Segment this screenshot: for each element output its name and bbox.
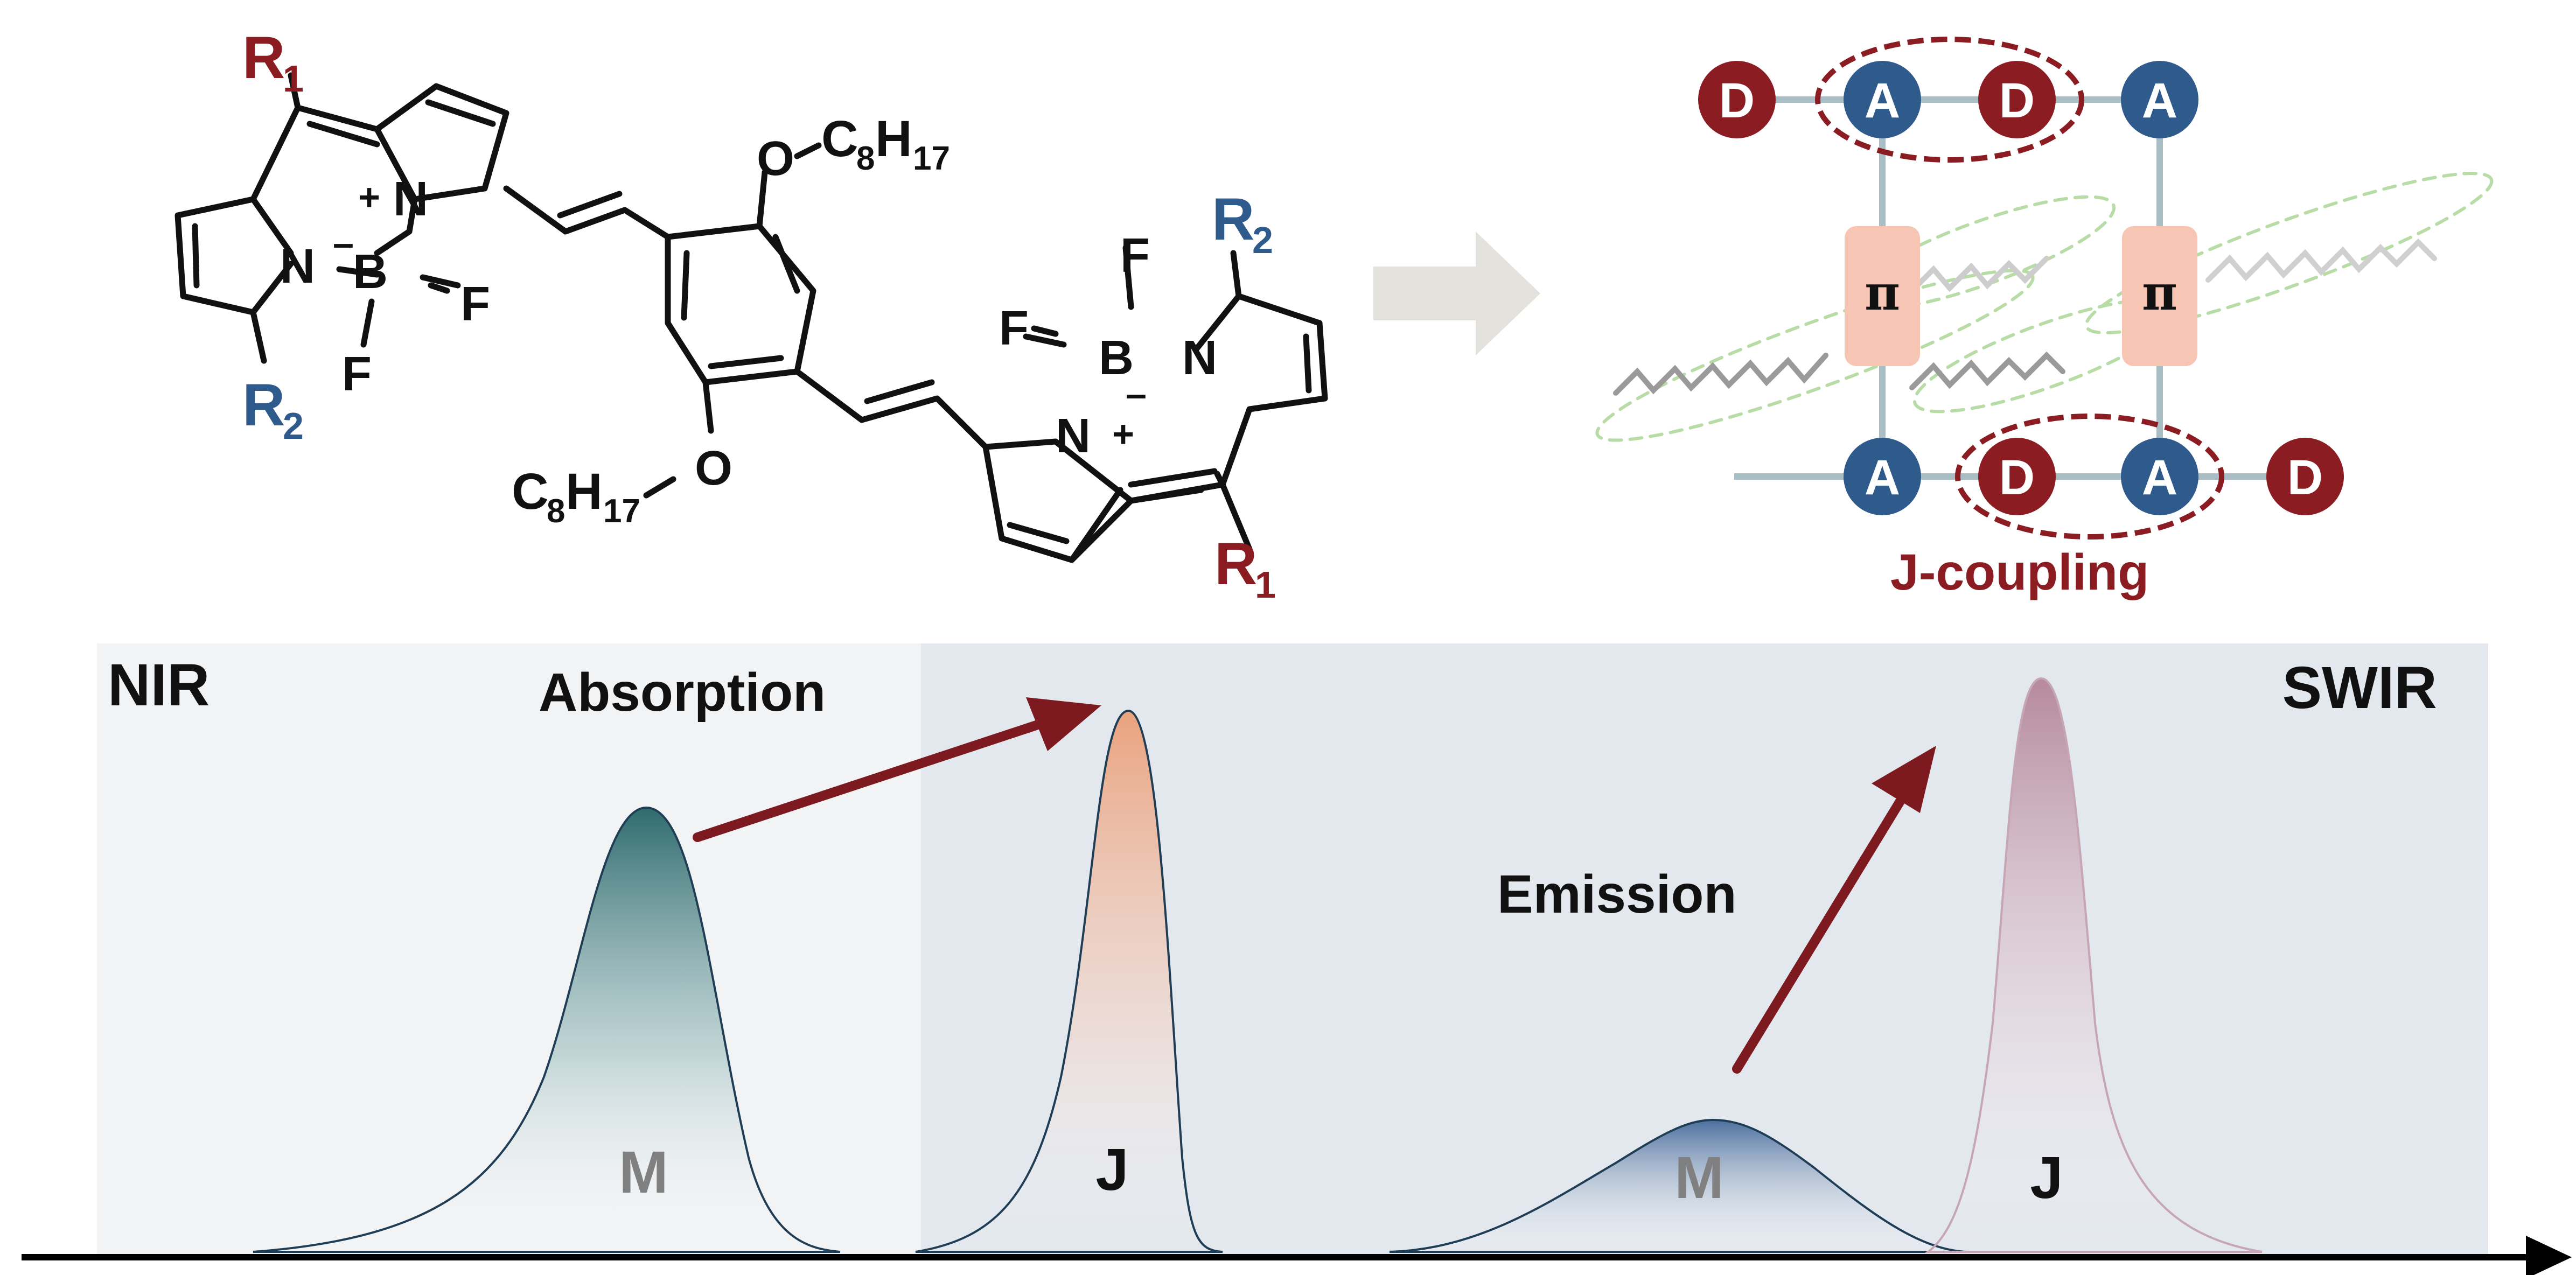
r1-label-right: R 1	[1214, 531, 1276, 606]
donor-node: D	[1978, 438, 2056, 515]
j-emission-peak	[1925, 677, 2263, 1253]
b-atom-left: B	[353, 245, 388, 299]
transition-arrow	[1373, 232, 1540, 355]
n-atom-left-2: N	[393, 172, 428, 226]
n-atom-right-1: N	[1182, 331, 1217, 385]
svg-text:R: R	[242, 372, 285, 438]
f-atom-right-2: F	[999, 302, 1029, 355]
svg-text:H: H	[566, 463, 603, 520]
emission-label: Emission	[1497, 864, 1737, 924]
f-atom-left-1: F	[460, 277, 490, 331]
octyl-top: C 8 H 17	[821, 110, 950, 177]
donor-node: D	[1698, 61, 1776, 138]
right-bodipy-core	[982, 244, 1328, 563]
svg-text:D: D	[2287, 450, 2323, 505]
svg-text:R: R	[1212, 186, 1254, 253]
svg-text:1: 1	[283, 58, 304, 100]
r2-label-left: R 2	[242, 372, 304, 447]
f-atom-left-2: F	[342, 347, 372, 401]
r2-label-right: R 2	[1212, 186, 1273, 261]
svg-text:2: 2	[1252, 219, 1273, 261]
left-bodipy-core	[174, 72, 671, 364]
plus-right: +	[1112, 413, 1134, 455]
svg-text:8: 8	[547, 493, 565, 530]
n-atom-left: N	[280, 240, 315, 293]
svg-text:D: D	[1719, 73, 1755, 128]
svg-text:2: 2	[283, 405, 304, 447]
absorption-shift-arrow	[693, 697, 1101, 842]
octyl-bottom: C 8 H 17	[512, 463, 640, 530]
o-atom-bottom: O	[695, 442, 732, 495]
swir-label: SWIR	[2282, 655, 2437, 721]
wavelength-axis	[22, 1236, 2572, 1275]
absorption-label: Absorption	[539, 662, 826, 723]
svg-text:D: D	[1999, 73, 2035, 128]
svg-text:C: C	[821, 110, 858, 167]
b-atom-right: B	[1099, 331, 1134, 385]
minus-right: –	[1126, 373, 1147, 415]
svg-text:R: R	[1214, 531, 1257, 597]
minus-left: –	[333, 222, 354, 264]
acceptor-node: A	[1844, 438, 1921, 515]
monomer-emission-peak	[1389, 1118, 1966, 1253]
j-emission-label: J	[2030, 1145, 2063, 1211]
svg-text:D: D	[1999, 450, 2035, 505]
svg-text:H: H	[875, 110, 912, 167]
svg-text:A: A	[1865, 450, 1900, 505]
f-atom-right-1: F	[1120, 229, 1150, 283]
donor-node: D	[1978, 61, 2056, 138]
j-absorption-label: J	[1095, 1137, 1128, 1203]
donor-node: D	[2266, 438, 2344, 515]
coupling-ellipse-bottom	[1955, 414, 2224, 540]
j-coupling-label: J-coupling	[1890, 544, 2149, 601]
svg-text:A: A	[2142, 73, 2177, 128]
j-absorption-peak	[915, 709, 1223, 1253]
coupling-ellipse-top	[1815, 37, 2084, 163]
bodipy-molecule: N B – N + F F R 1 R 2 O C	[174, 25, 1328, 606]
svg-text:A: A	[2142, 450, 2177, 505]
svg-text:17: 17	[913, 140, 950, 177]
svg-text:17: 17	[603, 493, 640, 530]
monomer-absorption-peak	[253, 806, 841, 1253]
svg-text:8: 8	[856, 140, 875, 177]
monomer-emission-label: M	[1674, 1145, 1724, 1211]
svg-text:A: A	[1865, 73, 1900, 128]
nir-label: NIR	[108, 652, 210, 718]
acceptor-node: A	[2121, 61, 2198, 138]
acceptor-node: A	[1844, 61, 1921, 138]
svg-text:R: R	[242, 25, 285, 91]
plus-left: +	[358, 176, 380, 218]
central-benzene	[643, 142, 989, 499]
r1-label-left: R 1	[242, 25, 304, 100]
svg-text:1: 1	[1255, 564, 1276, 606]
da-lattice: π π D A D A A D	[1595, 37, 2494, 601]
spectrum-panel: NIR SWIR Absorption Emission M J M J	[22, 643, 2572, 1275]
pi-box-left: π	[1845, 226, 1920, 366]
monomer-absorption-label: M	[619, 1139, 668, 1206]
pi-box-right: π	[2122, 226, 2197, 366]
o-atom-top: O	[757, 132, 794, 186]
n-atom-right-2: N	[1056, 409, 1091, 463]
acceptor-node: A	[2121, 438, 2198, 515]
svg-text:π: π	[2142, 264, 2177, 321]
svg-text:π: π	[1865, 264, 1900, 321]
emission-shift-arrow	[1732, 746, 1936, 1074]
svg-text:C: C	[512, 463, 549, 520]
